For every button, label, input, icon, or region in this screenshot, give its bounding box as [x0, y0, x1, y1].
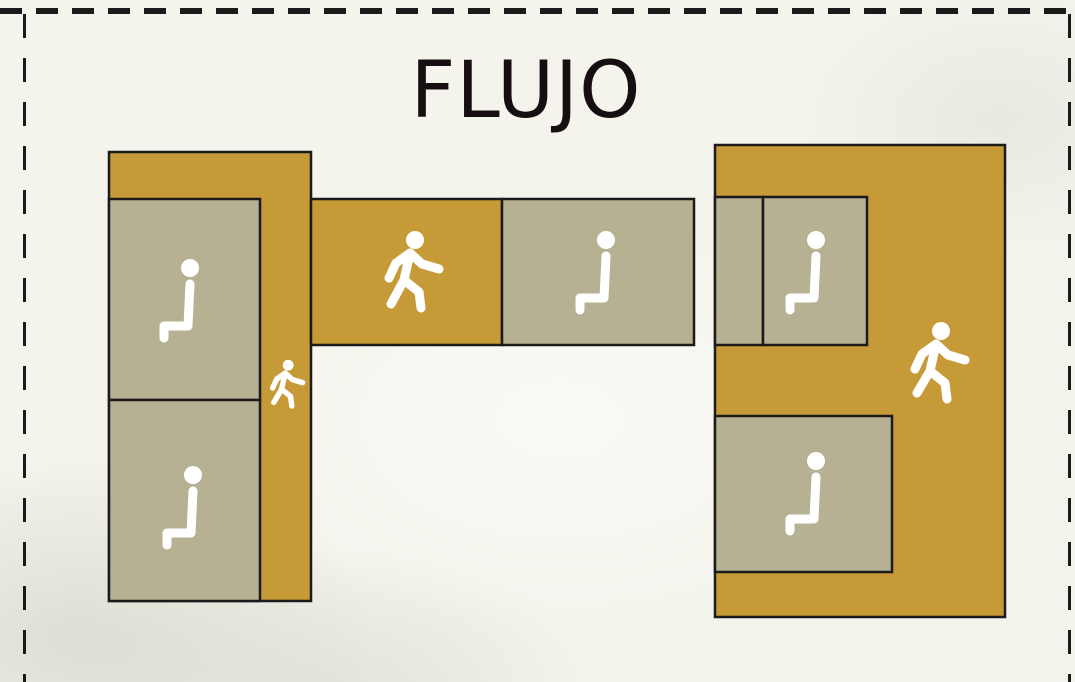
dashed-border-left [23, 14, 26, 682]
dashed-border-right [1068, 14, 1071, 682]
right-seating-lower [713, 414, 894, 574]
right-seating-narrow [713, 195, 765, 347]
bridge-seating [500, 197, 696, 347]
left-seating-upper [107, 197, 262, 402]
diagram-title: FLUJO [410, 46, 642, 136]
walking-person-icon [269, 359, 306, 409]
dashed-border-top [0, 8, 1075, 14]
left-seating-lower [107, 398, 262, 603]
walking-person-icon [384, 231, 444, 313]
walking-person-icon [910, 322, 970, 404]
